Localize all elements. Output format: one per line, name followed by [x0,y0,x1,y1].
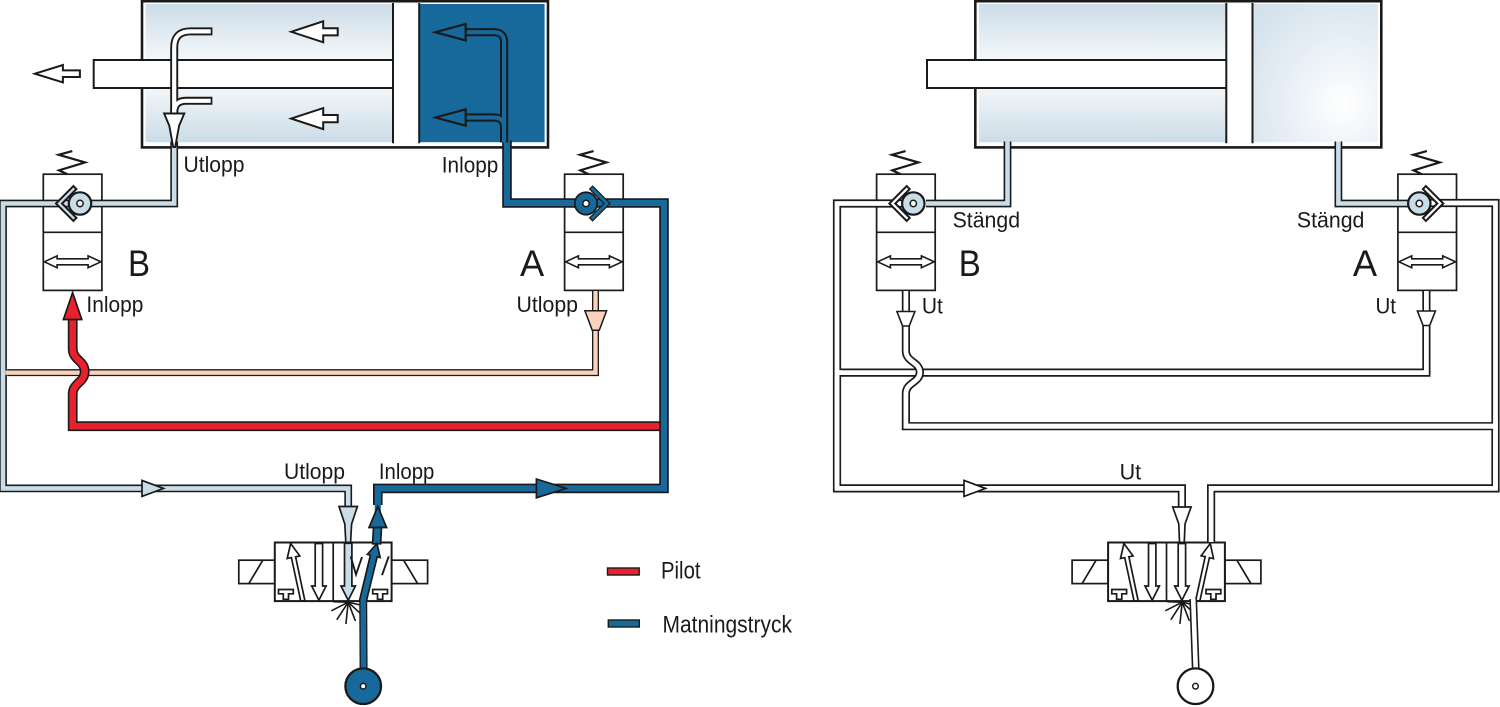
svg-text:Utlopp: Utlopp [284,459,345,484]
svg-text:Stängd: Stängd [953,207,1021,232]
svg-text:A: A [520,243,545,284]
svg-text:Stängd: Stängd [1297,207,1365,232]
svg-text:A: A [1353,243,1378,284]
svg-text:Matningstryck: Matningstryck [663,612,793,639]
svg-text:Utlopp: Utlopp [517,292,579,317]
svg-text:Inlopp: Inlopp [442,153,499,178]
svg-text:Inlopp: Inlopp [86,292,143,317]
svg-text:Utlopp: Utlopp [184,152,245,177]
svg-text:Ut: Ut [1120,460,1142,485]
svg-text:B: B [128,243,150,284]
svg-text:Ut: Ut [1376,293,1397,318]
svg-text:Inlopp: Inlopp [379,459,435,484]
svg-text:Pilot: Pilot [661,558,701,585]
svg-text:Ut: Ut [922,293,943,318]
svg-text:B: B [959,243,981,284]
